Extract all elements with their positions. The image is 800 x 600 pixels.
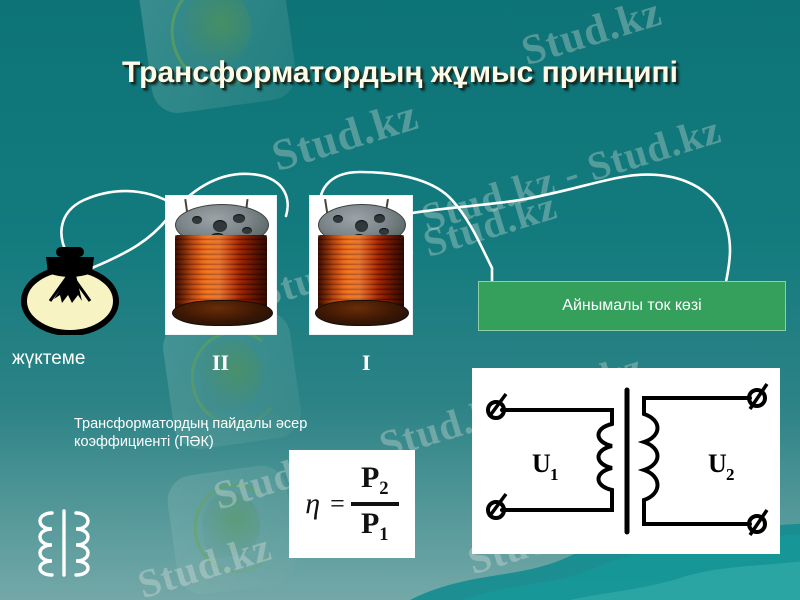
decorative-swirl-icon <box>164 462 300 598</box>
ac-source-label: Айнымалы ток көзі <box>562 297 702 314</box>
watermark: Stud.kz - Stud.kz <box>416 106 727 241</box>
load-label: жүктеме <box>12 348 86 369</box>
page-title: Трансформатордың жұмыс принципі <box>121 56 679 89</box>
transformer-schematic-icon: U 1 U 2 <box>486 383 769 536</box>
coil-photo-secondary <box>166 196 276 334</box>
watermark: Stud.kz <box>132 523 277 600</box>
formula-numerator: P2 <box>360 461 389 500</box>
formula-fraction-bar <box>350 502 399 506</box>
efficiency-formula-box: η = P2 P1 <box>289 450 415 558</box>
schematic-primary-sub: 1 <box>550 465 559 484</box>
schematic-secondary-sub: 2 <box>726 465 735 484</box>
coil-label-secondary: II <box>212 350 230 375</box>
formula-eta-symbol: η <box>305 487 321 520</box>
efficiency-caption-line2: коэффициенті (ПӘК) <box>74 434 214 451</box>
ac-source-box: Айнымалы ток көзі <box>478 281 786 331</box>
formula-equals-sign: = <box>330 489 345 518</box>
light-bulb-icon <box>14 243 134 336</box>
schematic-primary-label: U <box>532 449 551 478</box>
efficiency-caption: Трансформатордың пайдалы әсер коэффициен… <box>74 415 404 451</box>
schematic-secondary-label: U <box>708 449 727 478</box>
efficiency-caption-line1: Трансформатордың пайдалы әсер <box>74 416 308 432</box>
transformer-symbol-icon <box>22 505 106 581</box>
watermark: Stud.kz <box>266 90 424 181</box>
coil-photo-primary <box>310 196 412 334</box>
coil-label-primary: I <box>362 350 371 375</box>
formula-denominator: P1 <box>360 507 389 545</box>
formula-fraction: P2 P1 <box>350 461 399 545</box>
transformer-schematic-box: U 1 U 2 <box>472 368 780 554</box>
